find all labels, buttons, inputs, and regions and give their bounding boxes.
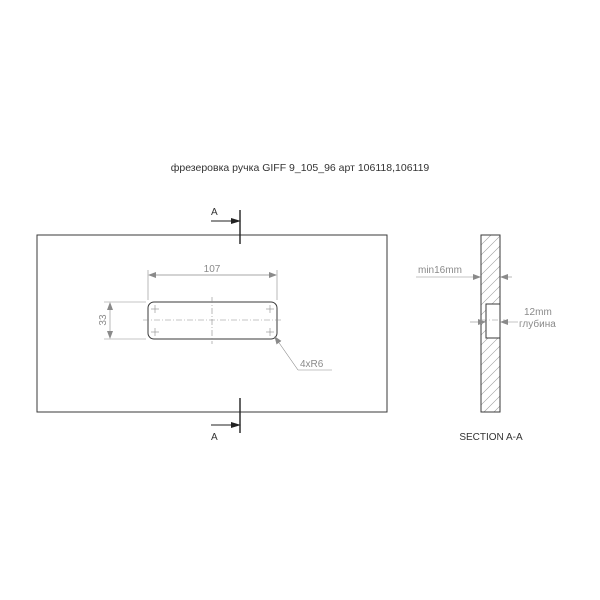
radius-label: 4xR6: [300, 359, 324, 370]
section-marker-top: A: [211, 207, 241, 244]
corner-crosshairs: [151, 305, 274, 336]
section-letter-bottom: A: [211, 432, 218, 443]
section-title: SECTION A-A: [459, 432, 523, 443]
min-thickness-label: min16mm: [418, 265, 462, 276]
milled-slot: [143, 297, 282, 344]
dimension-length-label: 107: [204, 264, 221, 275]
dimension-height: 33: [98, 301, 146, 340]
depth-value-label: 12mm: [524, 307, 552, 318]
depth-word-label: глубина: [519, 318, 556, 330]
radius-leader: 4xR6: [274, 336, 332, 371]
panel-outline: [36, 234, 388, 413]
slot-outline: [147, 301, 278, 340]
section-pocket: [486, 304, 501, 338]
dimension-length: 107: [147, 264, 278, 300]
section-marker-bottom: A: [211, 398, 241, 443]
section-letter-top: A: [211, 207, 218, 218]
dimension-height-label: 33: [98, 314, 109, 326]
drawing-title: фрезеровка ручка GIFF 9_105_96 арт 10611…: [171, 162, 430, 174]
pocket-outline: [485, 303, 500, 339]
section-view: min16mm 12mm глубина SECTION A-A: [416, 234, 556, 443]
